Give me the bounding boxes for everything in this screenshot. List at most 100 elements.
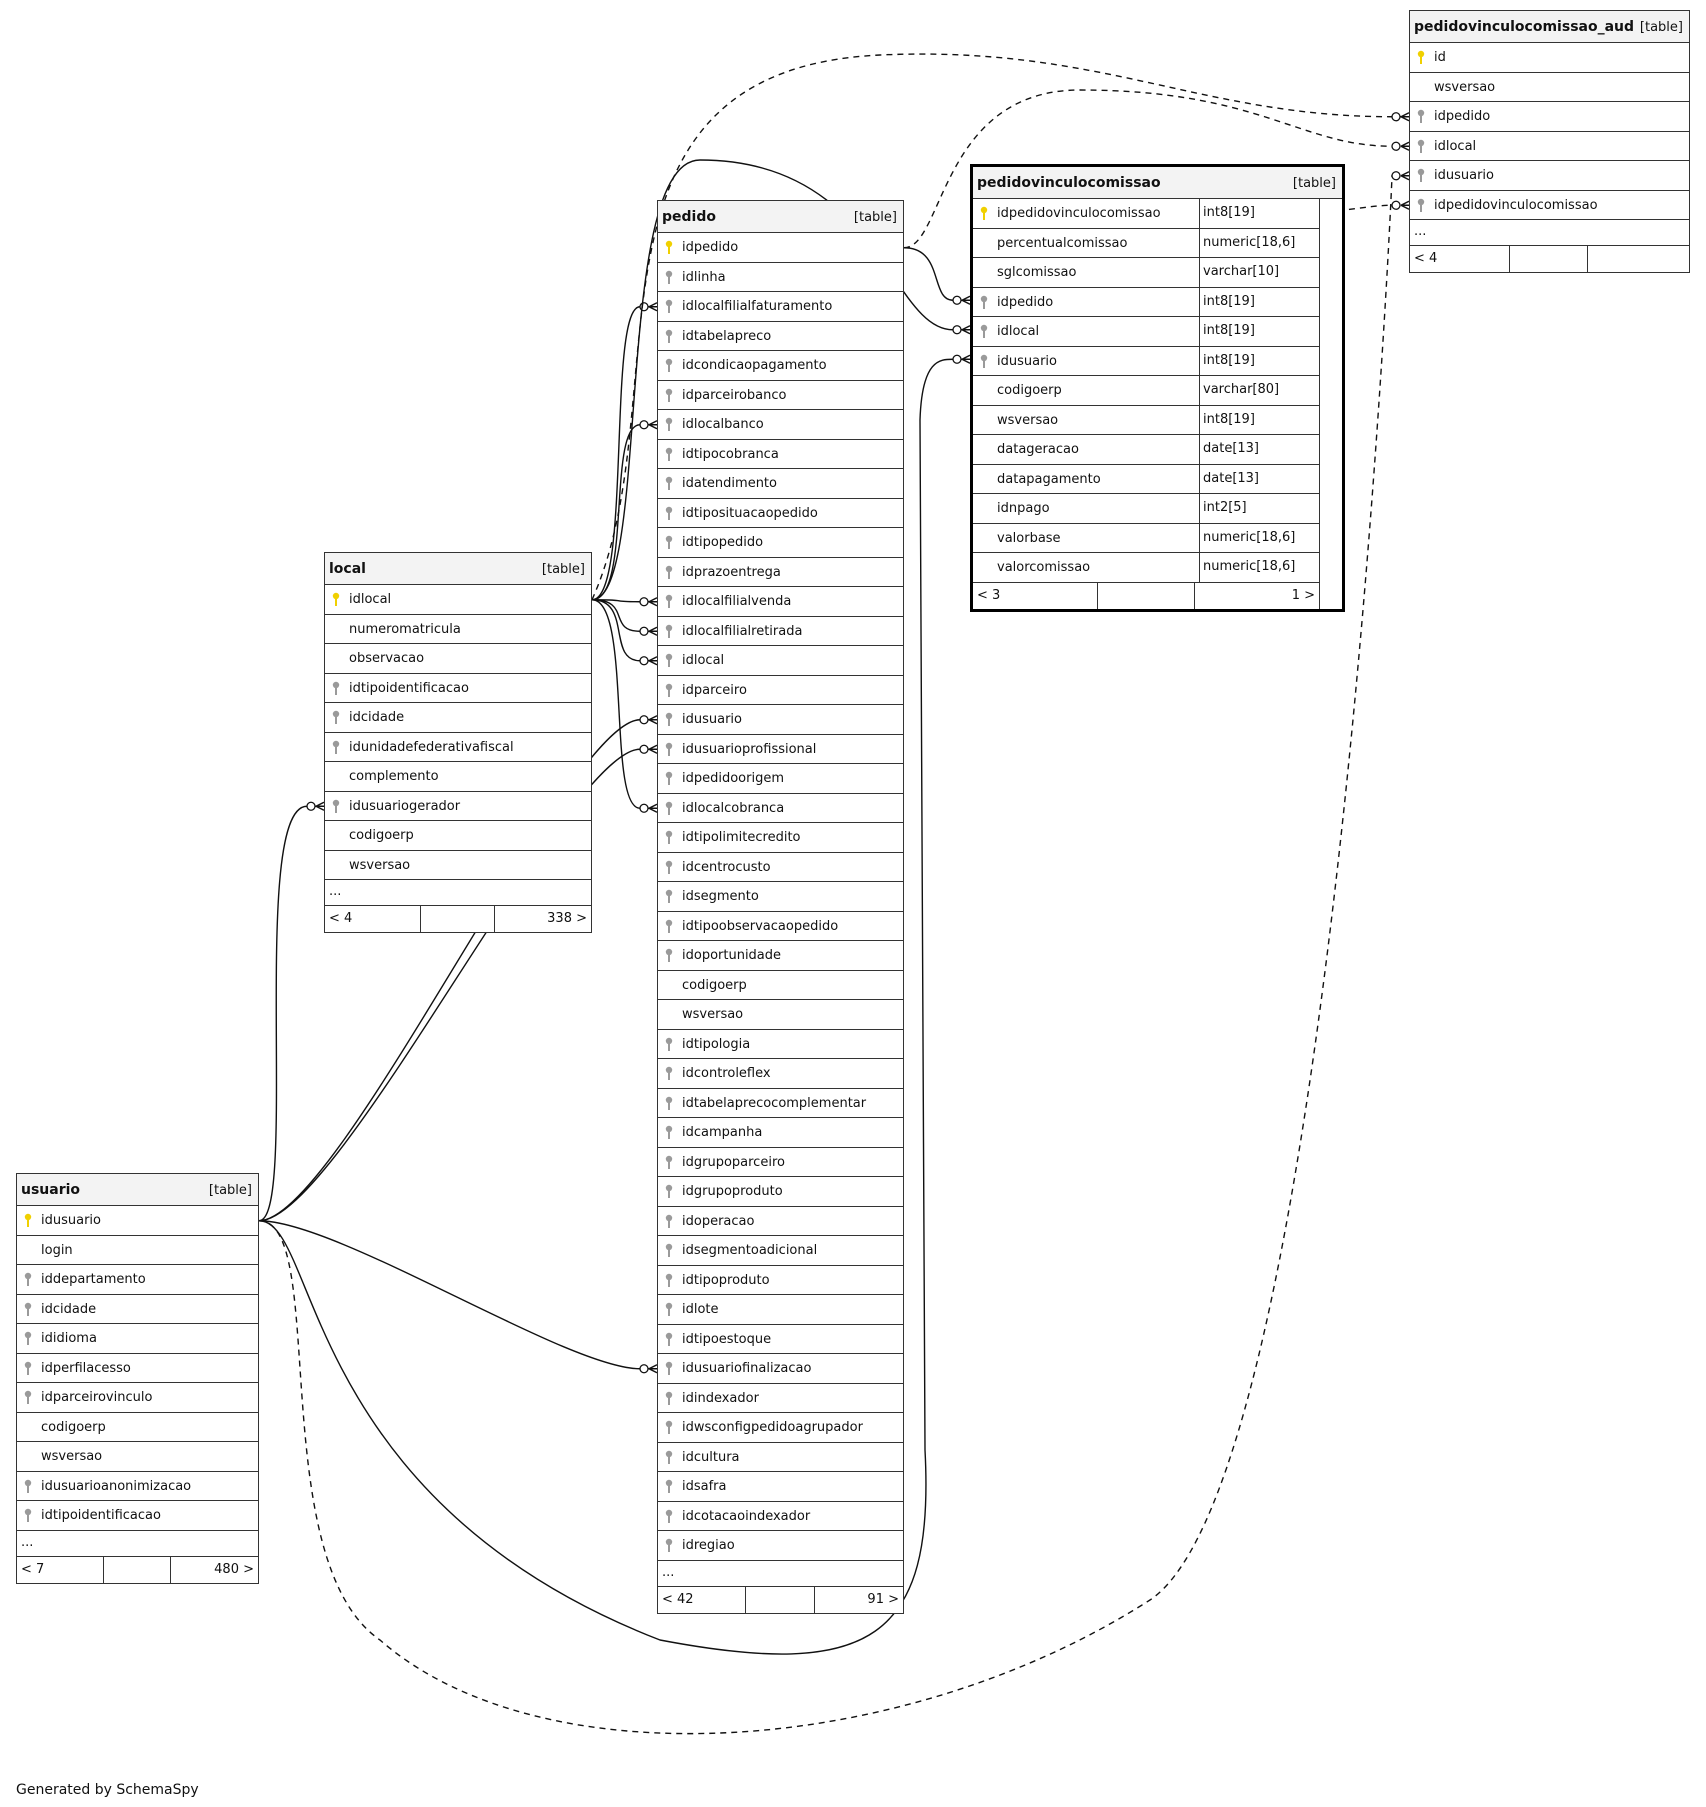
- column-row-idtipoobservacaopedido[interactable]: idtipoobservacaopedido: [658, 912, 903, 941]
- column-row-idusuario[interactable]: idusuario: [658, 705, 903, 735]
- column-row-ididioma[interactable]: ididioma: [17, 1324, 258, 1354]
- parents-count[interactable]: < 4: [1410, 246, 1510, 272]
- column-row-login[interactable]: login: [17, 1236, 258, 1265]
- column-row-idcidade[interactable]: idcidade: [325, 703, 591, 733]
- column-row-idcontroleflex[interactable]: idcontroleflex: [658, 1059, 903, 1089]
- column-row-idpedidoorigem[interactable]: idpedidoorigem: [658, 764, 903, 794]
- column-row-idsegmento[interactable]: idsegmento: [658, 882, 903, 912]
- column-row-observacao[interactable]: observacao: [325, 644, 591, 674]
- column-row-idtabelapreco[interactable]: idtabelapreco: [658, 322, 903, 351]
- column-row-idtiposituacaopedido[interactable]: idtiposituacaopedido: [658, 499, 903, 528]
- column-row-numeromatricula[interactable]: numeromatricula: [325, 615, 591, 644]
- table-name[interactable]: pedidovinculocomissao_aud: [1414, 19, 1635, 35]
- column-row-idperfilacesso[interactable]: idperfilacesso: [17, 1354, 258, 1383]
- column-row-idgrupoproduto[interactable]: idgrupoproduto: [658, 1177, 903, 1207]
- column-row-idtipolimitecredito[interactable]: idtipolimitecredito: [658, 823, 903, 853]
- column-row-idtipoidentificacao[interactable]: idtipoidentificacao: [17, 1501, 258, 1531]
- column-row-idlocalbanco[interactable]: idlocalbanco: [658, 410, 903, 440]
- column-row-idpedidovinculocomissao[interactable]: idpedidovinculocomissao: [1410, 191, 1689, 220]
- table-header[interactable]: pedido[table]: [658, 201, 903, 233]
- column-row-idtabelaprecocomplementar[interactable]: idtabelaprecocomplementar: [658, 1089, 903, 1118]
- column-row-idlocalfilialvenda[interactable]: idlocalfilialvenda: [658, 587, 903, 617]
- column-row-idusuario[interactable]: idusuario: [17, 1206, 258, 1236]
- column-row-idtipocobranca[interactable]: idtipocobranca: [658, 440, 903, 469]
- column-row-complemento[interactable]: complemento: [325, 762, 591, 792]
- table-pedidovinculocomissao[interactable]: pedidovinculocomissao[table]idpedidovinc…: [970, 164, 1345, 612]
- parents-count[interactable]: < 4: [325, 906, 421, 932]
- column-row-codigoerp[interactable]: codigoerp: [17, 1413, 258, 1442]
- children-count[interactable]: 91 >: [815, 1587, 903, 1613]
- column-row-idlocalcobranca[interactable]: idlocalcobranca: [658, 794, 903, 823]
- parents-count[interactable]: < 3: [973, 582, 1098, 609]
- column-row-codigoerp[interactable]: codigoerp: [325, 821, 591, 851]
- table-name[interactable]: pedido: [662, 209, 716, 225]
- column-row-idcampanha[interactable]: idcampanha: [658, 1118, 903, 1148]
- column-row-idtipoproduto[interactable]: idtipoproduto: [658, 1266, 903, 1295]
- column-row-idusuarioanonimizacao[interactable]: idusuarioanonimizacao: [17, 1472, 258, 1501]
- column-row-idtipopedido[interactable]: idtipopedido: [658, 528, 903, 558]
- table-name[interactable]: local: [329, 561, 366, 577]
- column-row-codigoerp[interactable]: codigoerp: [658, 971, 903, 1000]
- table-header[interactable]: local[table]: [325, 553, 591, 585]
- column-row-idcultura[interactable]: idcultura: [658, 1443, 903, 1472]
- column-row-idusuariogerador[interactable]: idusuariogerador: [325, 792, 591, 821]
- column-row-idlote[interactable]: idlote: [658, 1295, 903, 1325]
- children-count[interactable]: 338 >: [495, 906, 591, 932]
- column-row-idlocal[interactable]: idlocal: [325, 585, 591, 615]
- column-row-idcidade[interactable]: idcidade: [17, 1295, 258, 1324]
- column-row-idlinha[interactable]: idlinha: [658, 263, 903, 292]
- column-row-idparceiro[interactable]: idparceiro: [658, 676, 903, 705]
- column-row-idcotacaoindexador[interactable]: idcotacaoindexador: [658, 1502, 903, 1531]
- column-row-id[interactable]: id: [1410, 43, 1689, 73]
- children-count[interactable]: 1 >: [1194, 583, 1319, 609]
- table-name[interactable]: usuario: [21, 1182, 81, 1198]
- column-row-idusuario[interactable]: idusuario: [1410, 161, 1689, 191]
- column-row-idunidadefederativafiscal[interactable]: idunidadefederativafiscal: [325, 733, 591, 762]
- column-row-idgrupoparceiro[interactable]: idgrupoparceiro: [658, 1148, 903, 1177]
- table-header[interactable]: pedidovinculocomissao[table]: [973, 167, 1342, 199]
- column-row-idusuariofinalizacao[interactable]: idusuariofinalizacao: [658, 1354, 903, 1384]
- table-name[interactable]: pedidovinculocomissao: [977, 175, 1161, 191]
- column-row-idcondicaopagamento[interactable]: idcondicaopagamento: [658, 351, 903, 381]
- column-row-idpedido[interactable]: idpedido: [1410, 102, 1689, 132]
- column-row-wsversao[interactable]: wsversao: [17, 1442, 258, 1472]
- column-row-idlocal[interactable]: idlocal: [658, 646, 903, 676]
- column-row-idtipologia[interactable]: idtipologia: [658, 1030, 903, 1059]
- column-row-iddepartamento[interactable]: iddepartamento: [17, 1265, 258, 1295]
- column-row-idusuarioprofissional[interactable]: idusuarioprofissional: [658, 735, 903, 764]
- column-row-idsafra[interactable]: idsafra: [658, 1472, 903, 1502]
- column-row-idindexador[interactable]: idindexador: [658, 1384, 903, 1413]
- column-row-idsegmentoadicional[interactable]: idsegmentoadicional: [658, 1236, 903, 1266]
- column-row-idtipoestoque[interactable]: idtipoestoque: [658, 1325, 903, 1354]
- parents-count[interactable]: < 7: [17, 1556, 104, 1583]
- column-row-idlocalfilialretirada[interactable]: idlocalfilialretirada: [658, 617, 903, 646]
- column-row-wsversao[interactable]: wsversao: [1410, 73, 1689, 102]
- column-row-idoperacao[interactable]: idoperacao: [658, 1207, 903, 1236]
- column-row-idpedido[interactable]: idpedido: [658, 233, 903, 263]
- children-count[interactable]: 480 >: [171, 1557, 258, 1583]
- table-header[interactable]: pedidovinculocomissao_aud[table]: [1410, 11, 1689, 43]
- parents-count[interactable]: < 42: [658, 1586, 746, 1613]
- children-count[interactable]: [1589, 246, 1689, 272]
- column-row-idtipoidentificacao[interactable]: idtipoidentificacao: [325, 674, 591, 703]
- column-row-idlocal[interactable]: idlocal: [1410, 132, 1689, 161]
- table-header[interactable]: usuario[table]: [17, 1174, 258, 1206]
- column-row-idwsconfigpedidoagrupador[interactable]: idwsconfigpedidoagrupador: [658, 1413, 903, 1443]
- column-row-idatendimento[interactable]: idatendimento: [658, 469, 903, 499]
- column-row-idlocalfilialfaturamento[interactable]: idlocalfilialfaturamento: [658, 292, 903, 322]
- column-row-wsversao[interactable]: wsversao: [658, 1000, 903, 1030]
